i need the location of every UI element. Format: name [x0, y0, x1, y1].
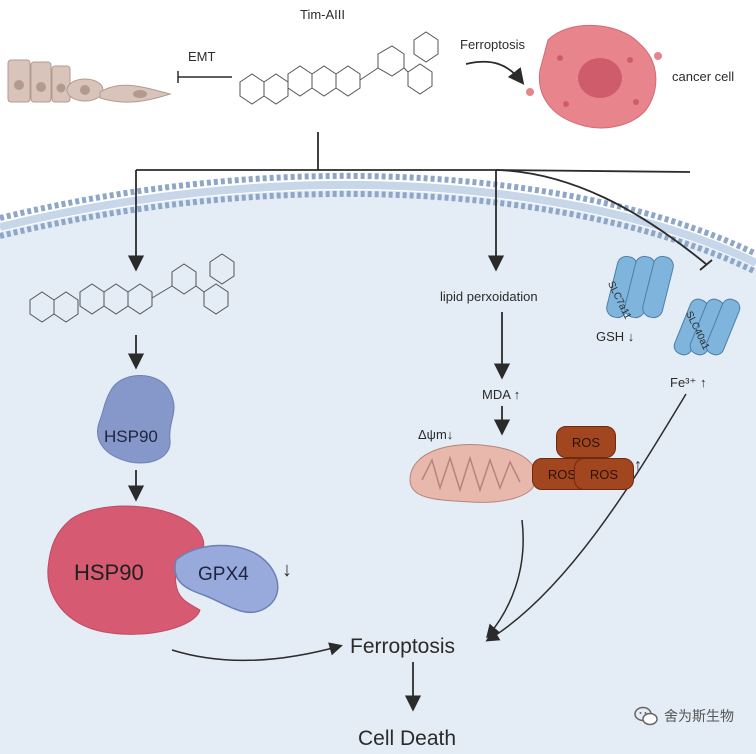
mda-label: MDA ↑	[482, 387, 521, 402]
cancer-cell-icon	[526, 24, 662, 129]
hsp90-small-label: HSP90	[104, 427, 158, 446]
emt-cells-icon	[7, 59, 172, 103]
hsp90-small-shape	[97, 375, 175, 464]
mda-up-arrow: ↑	[513, 387, 521, 402]
tim-aiii-title: Tim-AIII	[300, 7, 346, 22]
delta-psi-label: Δψm↓	[418, 427, 454, 442]
slc40a1-channel-icon	[673, 298, 741, 356]
ros-box-3: ROS	[574, 458, 634, 490]
ferroptosis-label: Ferroptosis	[350, 635, 456, 658]
watermark: 舍为斯生物	[634, 706, 734, 726]
dpsi-down-arrow: ↓	[446, 427, 454, 442]
top-ferroptosis-label: Ferroptosis	[460, 37, 526, 52]
arrow-ros-to-ferroptosis	[486, 519, 524, 639]
gpx4-label: GPX4	[198, 564, 249, 585]
fe3-label: Fe³⁺ ↑	[670, 375, 707, 390]
gsh-label: GSH ↓	[596, 329, 635, 344]
emt-label: EMT	[188, 49, 216, 64]
hsp90-big-label: HSP90	[74, 560, 144, 585]
mitochondrion-icon	[409, 444, 537, 503]
wechat-icon	[634, 706, 658, 726]
gpx4-shape	[174, 544, 279, 614]
hsp90-big-shape	[47, 505, 205, 635]
fe3-up-arrow: ↑	[700, 375, 707, 390]
cell-membrane-inner	[0, 190, 756, 275]
arrow-gpx4-to-ferroptosis	[171, 642, 343, 662]
watermark-text: 舍为斯生物	[664, 709, 734, 725]
gpx4-down-arrow: ↓	[282, 559, 292, 581]
branch-lines	[136, 132, 691, 173]
slc7a11-channel-icon	[606, 255, 674, 319]
lipid-peroxidation-label: lipid perxoidation	[440, 289, 538, 304]
cell-death-label: Cell Death	[358, 727, 457, 750]
cancer-cell-label: cancer cell	[672, 69, 735, 84]
cell-membrane-outer	[0, 172, 756, 257]
ros-box-1: ROS	[556, 426, 616, 458]
arrow-fe-to-ferroptosis	[485, 393, 687, 642]
tim-aiii-molecule-intracellular-icon	[29, 253, 235, 323]
ros-up-arrow: ↑	[634, 457, 642, 474]
gsh-down-arrow: ↓	[627, 329, 635, 344]
top-ferroptosis-arrow	[465, 60, 525, 85]
tim-aiii-molecule-icon	[239, 31, 439, 105]
